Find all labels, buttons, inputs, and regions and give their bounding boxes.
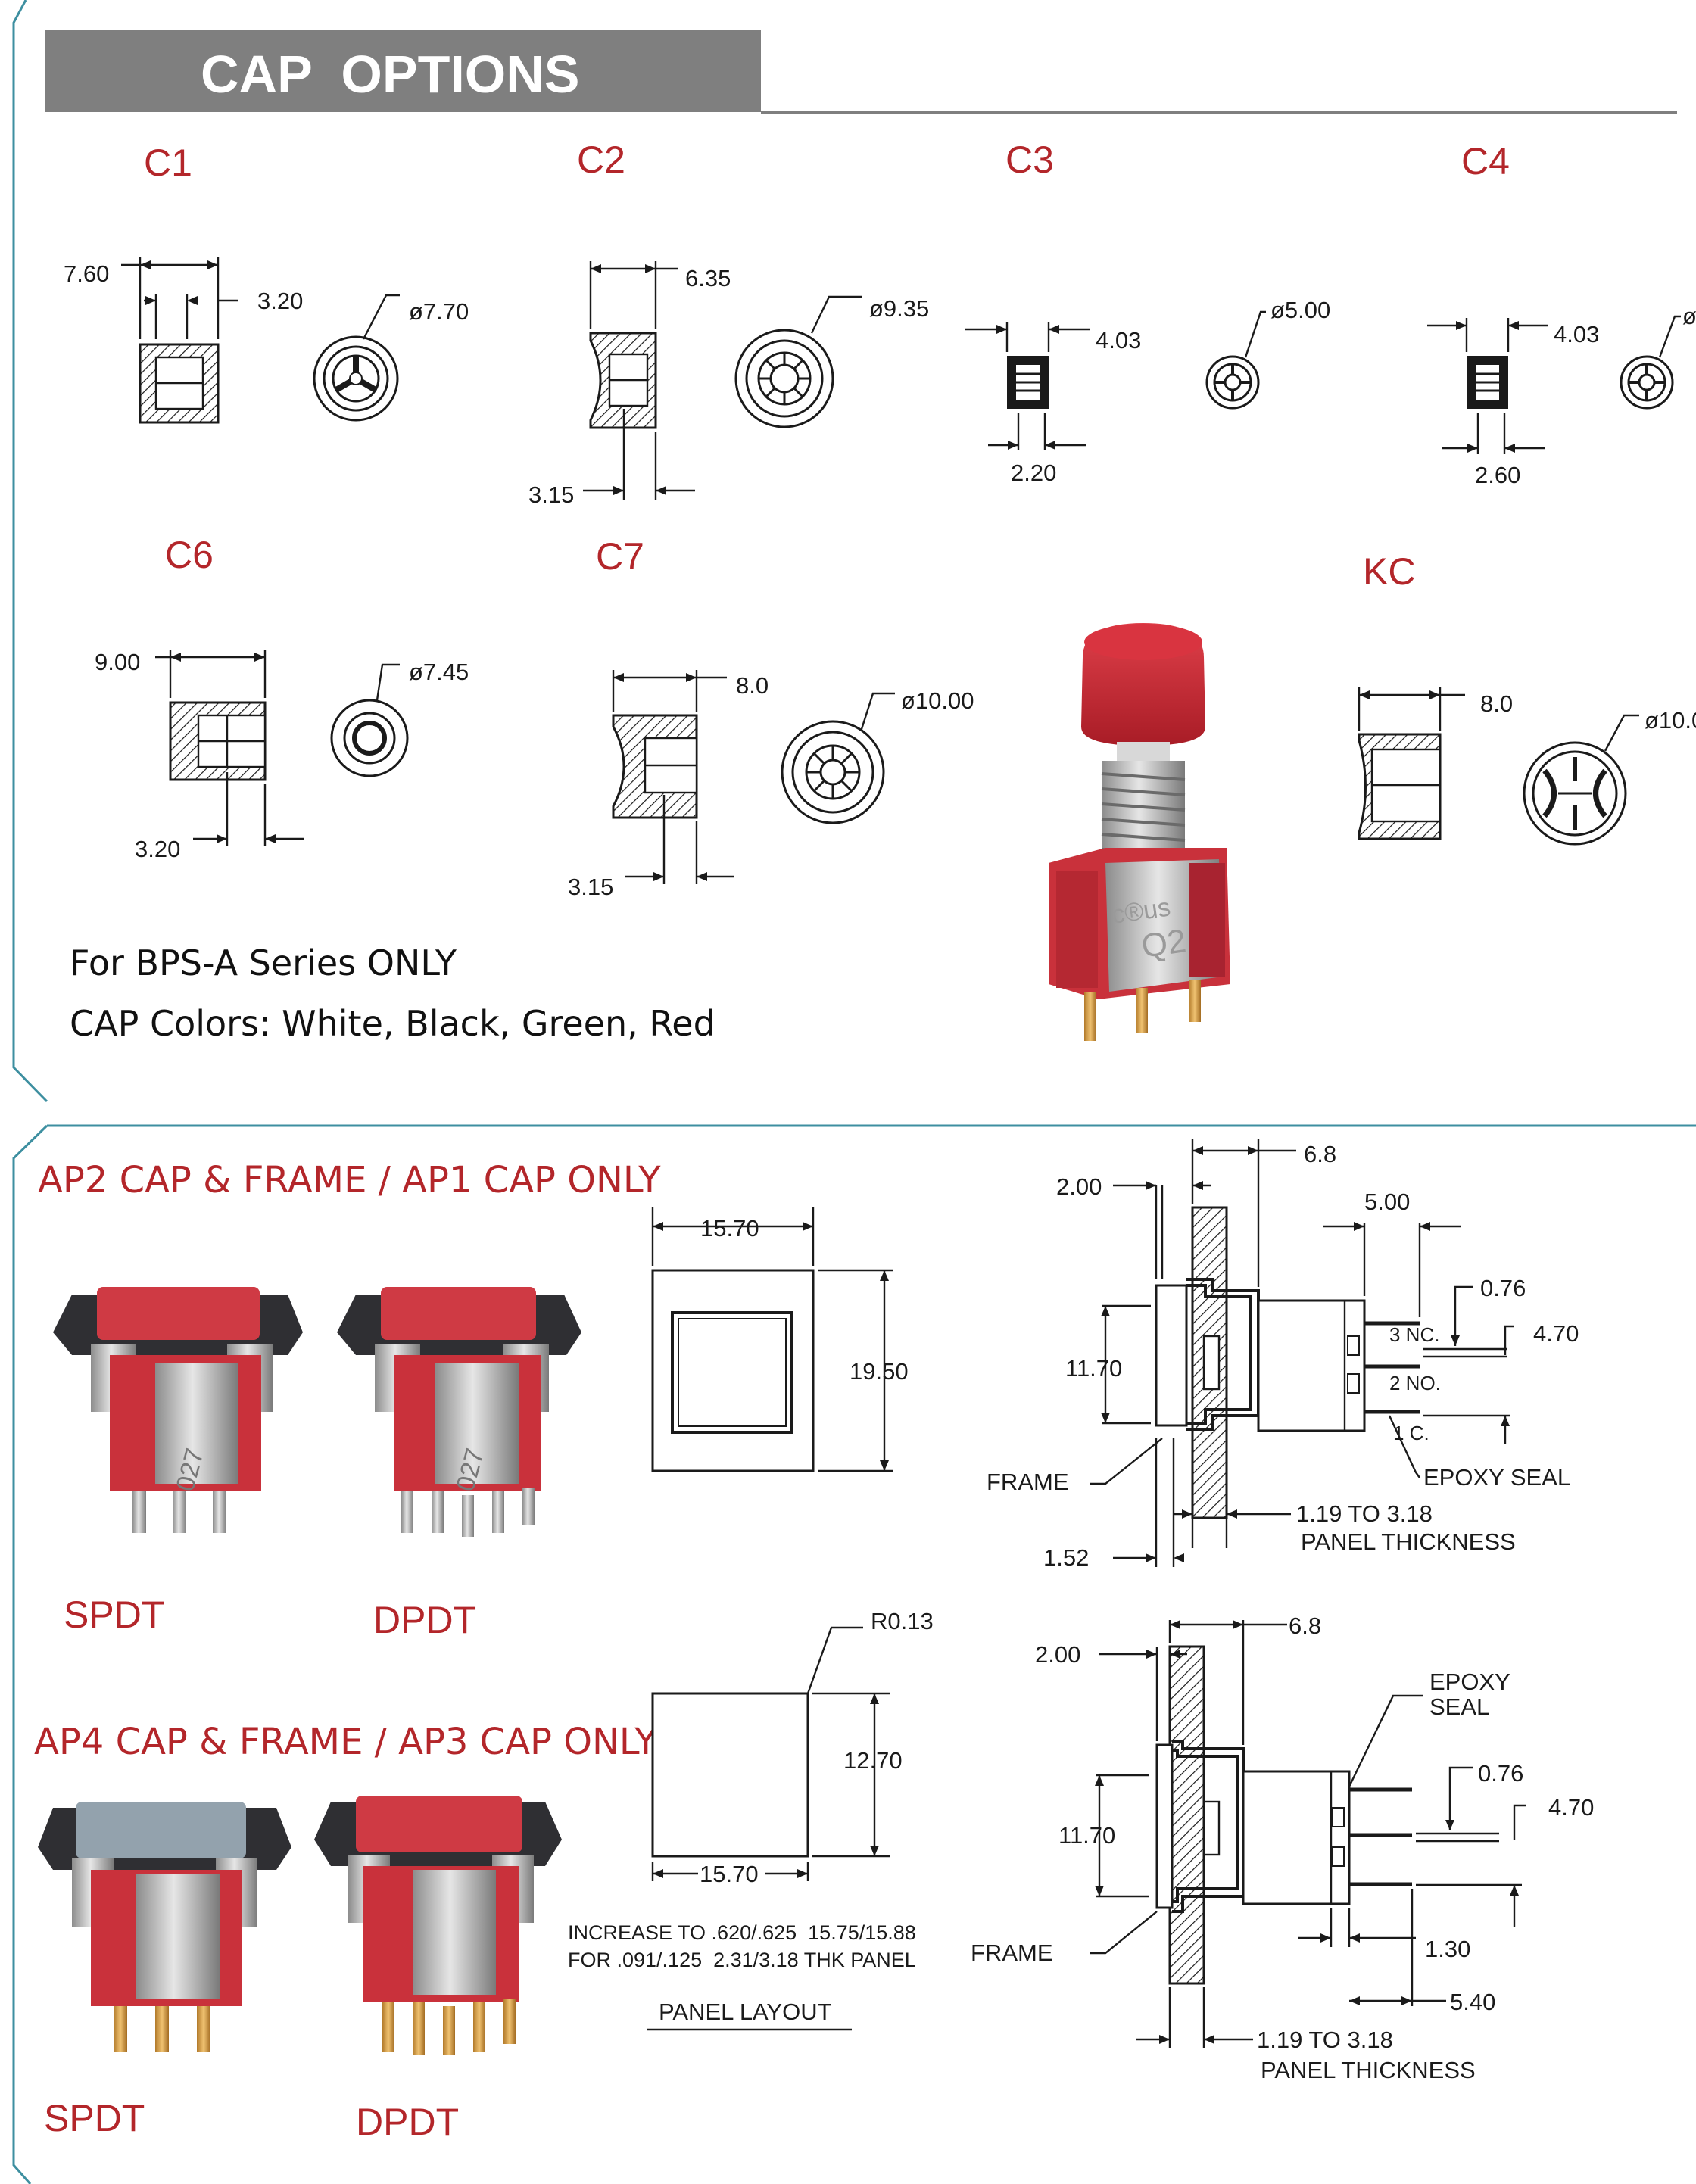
ap4-label-spdt: SPDT (44, 2097, 145, 2139)
cap-c1-drawing (121, 257, 400, 424)
panel-note-line1: INCREASE TO .620/.625 15.75/15.88 (568, 1921, 916, 1944)
ap4-label-dpdt: DPDT (356, 2101, 459, 2143)
cap-code-kc: KC (1363, 550, 1415, 593)
side-top-152: 1.52 (1043, 1544, 1089, 1571)
cap-code-c3: C3 (1005, 139, 1054, 181)
pushbutton-switch-photo: c®us Q2 (1049, 623, 1230, 1041)
side-bottom-thick2: PANEL THICKNESS (1261, 2057, 1476, 2083)
side-bottom-frame: FRAME (971, 1939, 1053, 1966)
side-bottom-1170: 11.70 (1058, 1822, 1115, 1849)
side-bottom-200: 2.00 (1035, 1641, 1080, 1668)
dim-c6-dia: ø7.45 (409, 659, 469, 685)
side-top-1170: 11.70 (1065, 1355, 1122, 1382)
dim-c4-dia: ø (1682, 303, 1696, 329)
panel-cutout-layout (647, 1626, 890, 2031)
panel-note-line2: FOR .091/.125 2.31/3.18 THK PANEL (568, 1949, 916, 1971)
side-top-200: 2.00 (1056, 1173, 1102, 1200)
panel-radius: R0.13 (871, 1608, 934, 1634)
cap-code-c7: C7 (596, 535, 644, 578)
cap-c2-drawing (583, 261, 862, 500)
side-top-470: 4.70 (1533, 1320, 1579, 1347)
panel-top-width: 15.70 (700, 1215, 759, 1242)
dim-c1-320: 3.20 (257, 288, 303, 314)
side-top-pin3: 3 NC. (1389, 1323, 1439, 1346)
dim-c7-dia: ø10.00 (901, 687, 974, 714)
dim-c6-320: 3.20 (135, 836, 180, 862)
cap-code-c6: C6 (165, 534, 214, 576)
dim-c7-315: 3.15 (568, 874, 613, 900)
ap4-dpdt-photo (314, 1796, 562, 2055)
side-bottom-540: 5.40 (1450, 1989, 1495, 2015)
ap4-heading: AP4 CAP & FRAME / AP3 CAP ONLY (34, 1721, 657, 1763)
note-cap-colors: CAP Colors: White, Black, Green, Red (70, 1003, 716, 1044)
dim-c2-635: 6.35 (685, 265, 731, 291)
dim-c4-260: 2.60 (1475, 462, 1520, 488)
side-top-thick1: 1.19 TO 3.18 (1296, 1500, 1433, 1527)
side-view-top-drawing (1090, 1139, 1514, 1567)
side-top-frame: FRAME (987, 1469, 1069, 1495)
dim-c1-760: 7.60 (64, 260, 109, 287)
panel-layout-title: PANEL LAYOUT (659, 1999, 832, 2025)
bottom-section-frame (12, 1124, 48, 2184)
cap-code-c4: C4 (1461, 140, 1510, 182)
panel-top-height: 19.50 (850, 1358, 909, 1385)
side-bottom-epoxy2: SEAL (1429, 1693, 1489, 1720)
side-bottom-68: 6.8 (1289, 1612, 1321, 1639)
ap2-dpdt-photo: 027 (337, 1287, 581, 1537)
side-top-pin2: 2 NO. (1389, 1372, 1441, 1394)
ap2-label-dpdt: DPDT (373, 1599, 476, 1641)
ap2-heading: AP2 CAP & FRAME / AP1 CAP ONLY (38, 1159, 661, 1201)
dim-kc-dia: ø10.0 (1645, 707, 1696, 734)
side-top-epoxy: EPOXY SEAL (1423, 1464, 1570, 1491)
note-series: For BPS-A Series ONLY (70, 942, 457, 983)
side-bottom-130: 1.30 (1425, 1936, 1470, 1962)
panel-cutout-width: 15.70 (700, 1861, 759, 1887)
cap-c4-drawing (1427, 315, 1681, 454)
side-bottom-470: 4.70 (1548, 1794, 1594, 1821)
cap-kc-drawing (1358, 687, 1639, 846)
side-top-500: 5.00 (1364, 1189, 1410, 1215)
ap2-spdt-photo: 027 (53, 1287, 303, 1533)
cap-c7-drawing (612, 670, 895, 884)
panel-cutout-height: 12.70 (843, 1747, 903, 1774)
side-top-68: 6.8 (1304, 1141, 1336, 1167)
side-view-bottom-drawing (1090, 1620, 1526, 2048)
ap2-label-spdt: SPDT (64, 1594, 164, 1636)
dim-c6-900: 9.00 (95, 649, 140, 675)
page-title: CAP OPTIONS (201, 45, 579, 104)
switch-marking-model: Q2 (1140, 922, 1189, 965)
dim-c1-dia: ø7.70 (409, 298, 469, 325)
dim-c3-dia: ø5.00 (1270, 297, 1330, 323)
side-bottom-076: 0.76 (1478, 1760, 1523, 1787)
dim-c7-80: 8.0 (736, 672, 768, 699)
dim-kc-80: 8.0 (1480, 690, 1513, 717)
ap4-spdt-photo (38, 1802, 292, 2052)
top-section-frame (12, 0, 48, 1103)
side-top-076: 0.76 (1480, 1275, 1526, 1301)
cap-c6-drawing (155, 650, 409, 846)
side-bottom-thick1: 1.19 TO 3.18 (1257, 2027, 1393, 2053)
dim-c3-220: 2.20 (1011, 460, 1056, 486)
dim-c3-403: 4.03 (1096, 327, 1141, 354)
cap-c3-drawing (965, 310, 1266, 450)
header-bar (45, 30, 761, 112)
cap-code-c2: C2 (577, 139, 625, 181)
side-bottom-epoxy1: EPOXY (1429, 1668, 1510, 1695)
side-top-pin1: 1 C. (1393, 1422, 1429, 1444)
panel-frame-outline (651, 1207, 893, 1472)
dim-c2-dia: ø9.35 (869, 295, 929, 322)
dim-c4-403: 4.03 (1554, 321, 1599, 347)
dim-c2-315: 3.15 (528, 481, 574, 508)
cap-code-c1: C1 (144, 142, 192, 184)
side-top-thick2: PANEL THICKNESS (1301, 1528, 1516, 1555)
